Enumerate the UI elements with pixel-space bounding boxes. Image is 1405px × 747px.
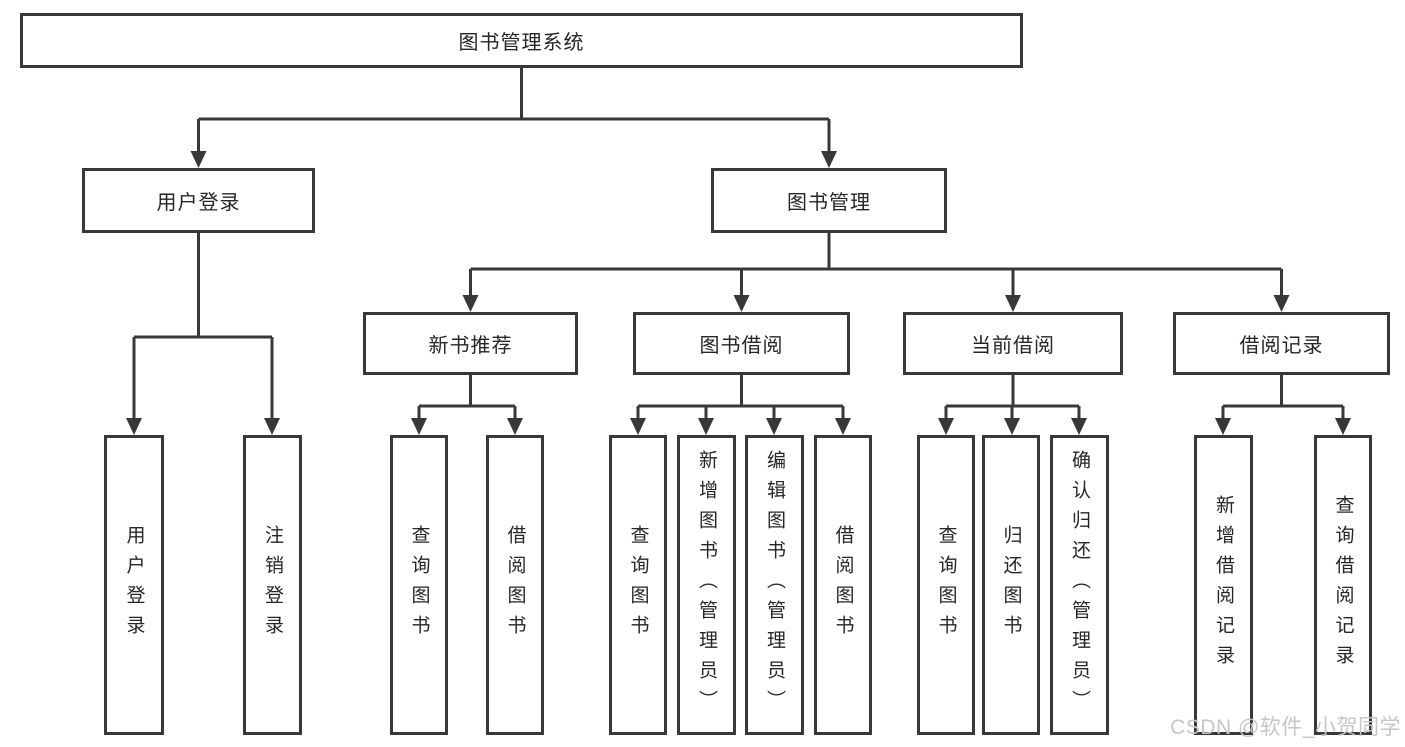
leaf-borrow-books-borrow-label: 借阅图书 <box>832 525 854 645</box>
node-new-book-rec: 新书推荐 <box>363 312 578 375</box>
leaf-logout: 注销登录 <box>243 435 302 735</box>
node-book-borrow: 图书借阅 <box>633 312 850 375</box>
leaf-query-books-current-label: 查询图书 <box>935 525 957 645</box>
edge-user-login-to-leaves <box>126 233 280 435</box>
edge-current-borrow-to-leaves <box>938 375 1087 435</box>
node-borrow-records-label: 借阅记录 <box>1239 335 1324 357</box>
leaf-return-book-label: 归还图书 <box>1000 525 1022 645</box>
leaf-query-books-current: 查询图书 <box>917 435 975 735</box>
leaf-logout-label: 注销登录 <box>262 525 283 645</box>
leaf-query-books-rec-label: 查询图书 <box>408 525 430 645</box>
csdn-watermark: CSDN @软件_小贺同学 <box>1170 716 1401 739</box>
node-borrow-records: 借阅记录 <box>1173 312 1390 375</box>
node-user-login: 用户登录 <box>82 168 315 233</box>
leaf-borrow-books-rec: 借阅图书 <box>486 435 544 735</box>
node-book-borrow-label: 图书借阅 <box>699 335 784 357</box>
leaf-query-borrow-record: 查询借阅记录 <box>1314 435 1372 735</box>
leaf-user-login: 用户登录 <box>104 435 164 735</box>
node-new-book-rec-label: 新书推荐 <box>428 335 513 357</box>
leaf-confirm-return-admin-label: 确认归还（管理员） <box>1069 450 1090 720</box>
leaf-edit-book-admin: 编辑图书（管理员） <box>745 435 804 735</box>
leaf-return-book: 归还图书 <box>982 435 1040 735</box>
node-root: 图书管理系统 <box>20 13 1023 68</box>
node-root-label: 图书管理系统 <box>458 32 585 54</box>
leaf-add-borrow-record: 新增借阅记录 <box>1194 435 1253 735</box>
leaf-user-login-label: 用户登录 <box>123 525 145 645</box>
leaf-query-books-rec: 查询图书 <box>390 435 448 735</box>
node-user-login-label: 用户登录 <box>156 192 241 214</box>
edge-root-to-level2 <box>190 68 837 168</box>
leaf-add-book-admin-label: 新增图书（管理员） <box>696 450 717 720</box>
leaf-borrow-books-rec-label: 借阅图书 <box>504 525 526 645</box>
leaf-query-books-borrow-label: 查询图书 <box>627 525 649 645</box>
leaf-add-book-admin: 新增图书（管理员） <box>677 435 736 735</box>
edge-borrow-records-to-leaves <box>1215 375 1351 435</box>
leaf-query-books-borrow: 查询图书 <box>609 435 667 735</box>
edge-book-borrow-to-leaves <box>630 375 851 435</box>
edge-new-book-rec-to-leaves <box>411 375 523 435</box>
leaf-edit-book-admin-label: 编辑图书（管理员） <box>764 450 785 720</box>
node-book-mgmt-label: 图书管理 <box>787 192 871 214</box>
edge-book-mgmt-to-level3 <box>462 233 1290 312</box>
node-current-borrow: 当前借阅 <box>903 312 1123 375</box>
leaf-borrow-books-borrow: 借阅图书 <box>814 435 872 735</box>
leaf-query-borrow-record-label: 查询借阅记录 <box>1332 495 1354 675</box>
leaf-add-borrow-record-label: 新增借阅记录 <box>1213 495 1234 675</box>
node-book-mgmt: 图书管理 <box>711 168 947 233</box>
node-current-borrow-label: 当前借阅 <box>971 335 1055 357</box>
leaf-confirm-return-admin: 确认归还（管理员） <box>1050 435 1109 735</box>
